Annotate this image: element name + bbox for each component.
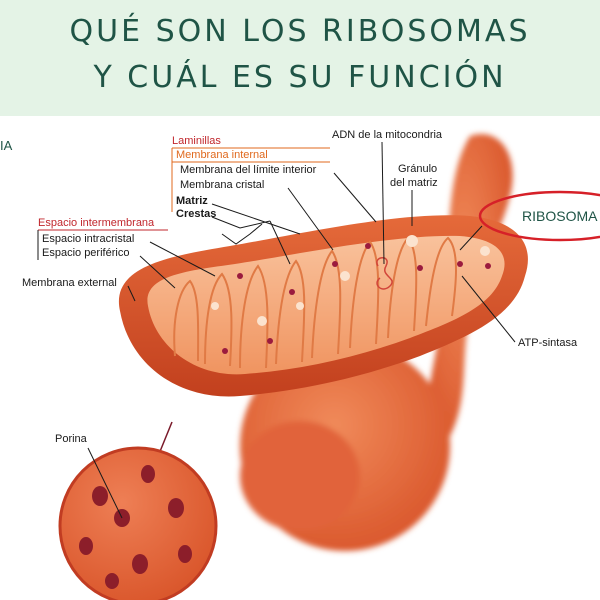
leader-lines (87, 141, 516, 519)
label-membrana-externa: Membrana external (22, 277, 117, 289)
label-granulo-1: Gránulo (398, 163, 437, 175)
label-espacio-intermembrana: Espacio intermembrana (38, 217, 155, 229)
label-ribosoma: RIBOSOMA (522, 208, 598, 224)
label-membrana-cristal: Membrana cristal (180, 179, 264, 191)
header-banner: QUÉ SON LOS RIBOSOMAS Y CUÁL ES SU FUNCI… (0, 0, 600, 116)
mitochondrion (118, 215, 528, 397)
label-espacio-periferico: Espacio periférico (42, 247, 129, 259)
label-espacio-intracristal: Espacio intracristal (42, 233, 134, 245)
label-porina: Porina (55, 433, 88, 445)
mitochondria-diagram: IA Laminillas Membrana internal Membrana… (0, 129, 600, 600)
label-granulo-2: del matriz (390, 177, 438, 189)
page-title-line-1: QUÉ SON LOS RIBOSOMAS (69, 14, 531, 49)
label-laminillas: Laminillas (172, 135, 221, 147)
mitochondrial-dna (376, 257, 393, 290)
label-adn: ADN de la mitocondria (332, 129, 443, 141)
label-membrana-interna: Membrana internal (176, 149, 268, 161)
partial-left-label: IA (0, 138, 13, 153)
label-crestas: Crestas (176, 208, 216, 220)
label-matriz: Matriz (176, 195, 208, 207)
porina-zoom (58, 446, 218, 600)
label-membrana-limite: Membrana del límite interior (180, 164, 317, 176)
ribosoma-highlight (478, 190, 600, 242)
page-title-line-2: Y CUÁL ES SU FUNCIÓN (93, 60, 507, 95)
label-atp: ATP-sintasa (518, 337, 578, 349)
matrix-granules (211, 235, 491, 354)
